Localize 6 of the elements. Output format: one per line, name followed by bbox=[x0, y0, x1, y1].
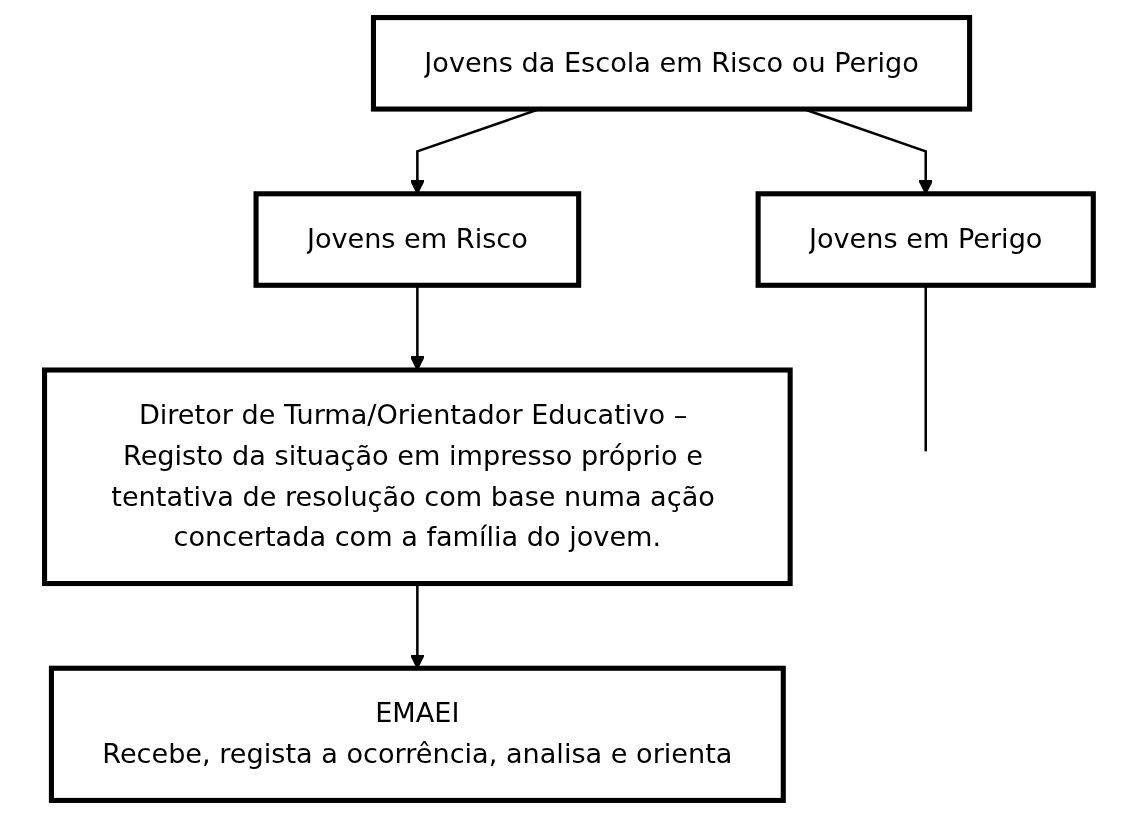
node-box bbox=[371, 14, 973, 112]
node-box bbox=[755, 190, 1096, 288]
flowchart-drawing: Jovens da Escola em Risco ou Perigo Jovens em Risco Jovens em Perigo Diretor de Turma/Orientador Educativo – Registo da situação em impresso próprio e tentativa de resolução com base numa ação concertada com a família do jovem. EMAEI Recebe, regista a ocorrência, analisa e orienta bbox=[31, 3, 1107, 814]
node-box bbox=[253, 190, 582, 288]
node-box bbox=[42, 366, 793, 586]
node-box bbox=[48, 665, 786, 803]
